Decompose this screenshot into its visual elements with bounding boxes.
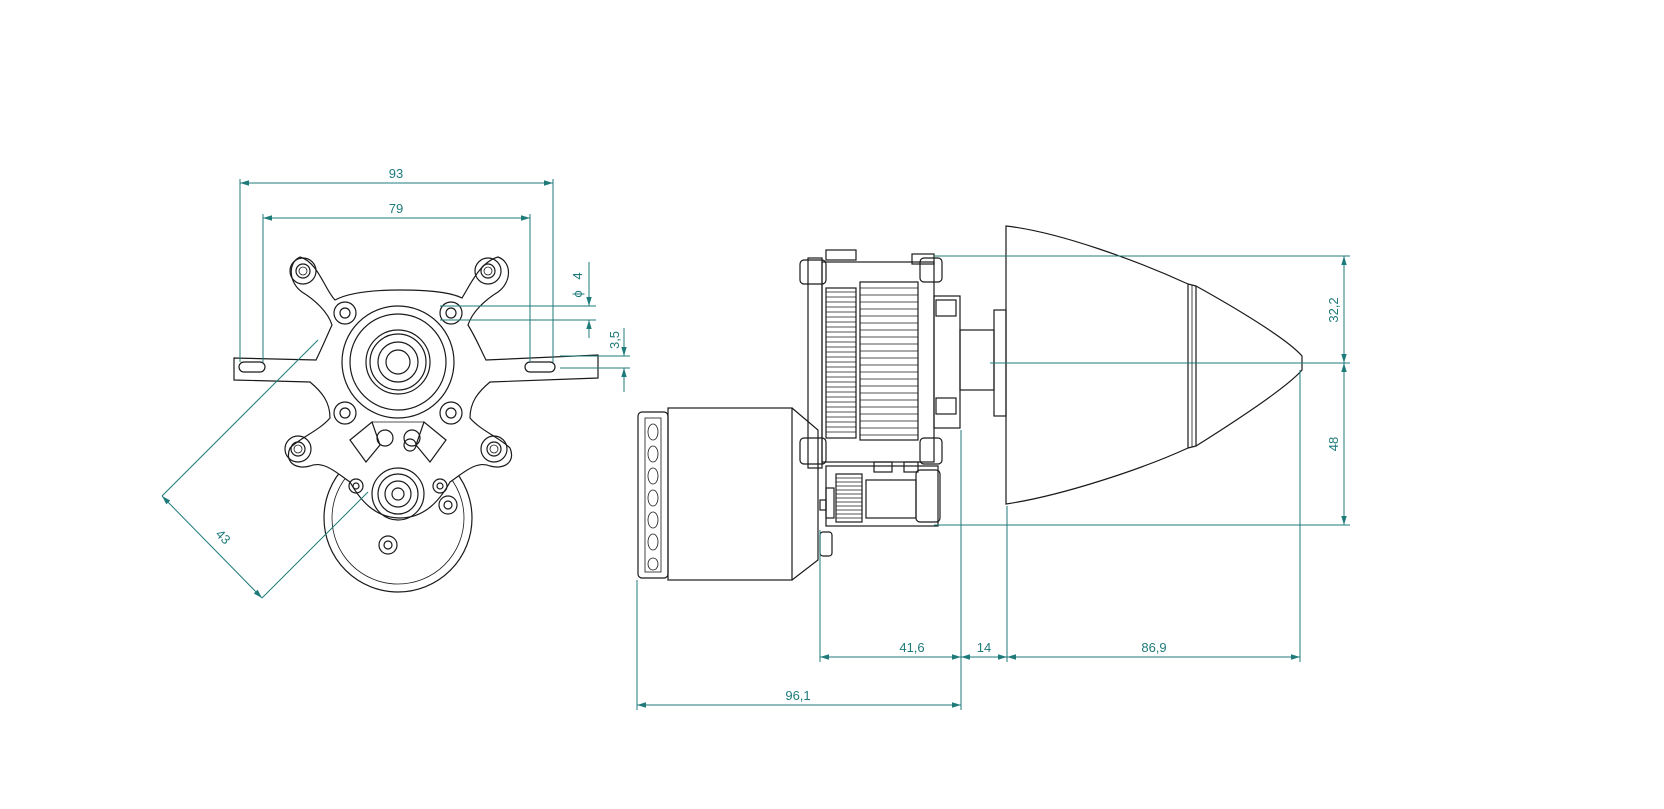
dim-spinner-length: 86,9 xyxy=(1141,640,1166,655)
slot-right xyxy=(524,361,556,373)
slot-left xyxy=(238,361,266,373)
mount-hole-bottom-right xyxy=(480,435,508,463)
front-view xyxy=(233,256,599,593)
central-hub xyxy=(341,305,455,419)
mount-plate xyxy=(233,256,599,519)
motor xyxy=(637,407,819,581)
dim-overall-width: 93 xyxy=(389,166,403,181)
side-view xyxy=(637,225,1303,581)
gearbox xyxy=(799,249,1007,557)
mount-hole-top-left xyxy=(289,257,317,285)
dim-hole-diameter-symbol: ϕ xyxy=(570,290,585,297)
dim-overall-length: 96,1 xyxy=(785,688,810,703)
dim-hole-spacing: 79 xyxy=(389,201,403,216)
dim-hole-diameter: 4 xyxy=(570,272,585,279)
dim-gearbox-length: 41,6 xyxy=(899,640,924,655)
dim-spinner-radius-lower: 48 xyxy=(1326,437,1341,451)
dim-diagonal: 43 xyxy=(213,526,234,547)
dim-gap: 14 xyxy=(977,640,991,655)
dim-spinner-radius-upper: 32,2 xyxy=(1326,297,1341,322)
dimension-labels: 93 79 ϕ 4 3,5 43 32,2 48 41,6 14 86,9 96… xyxy=(213,166,1341,703)
mount-hole-bottom-left xyxy=(284,435,312,463)
dimension-lines xyxy=(161,179,1350,710)
dim-slot-offset: 3,5 xyxy=(607,331,622,349)
spinner xyxy=(1005,225,1303,505)
lower-hub xyxy=(371,467,425,521)
mount-hole-top-right xyxy=(474,257,502,285)
bolt-holes xyxy=(333,301,463,555)
